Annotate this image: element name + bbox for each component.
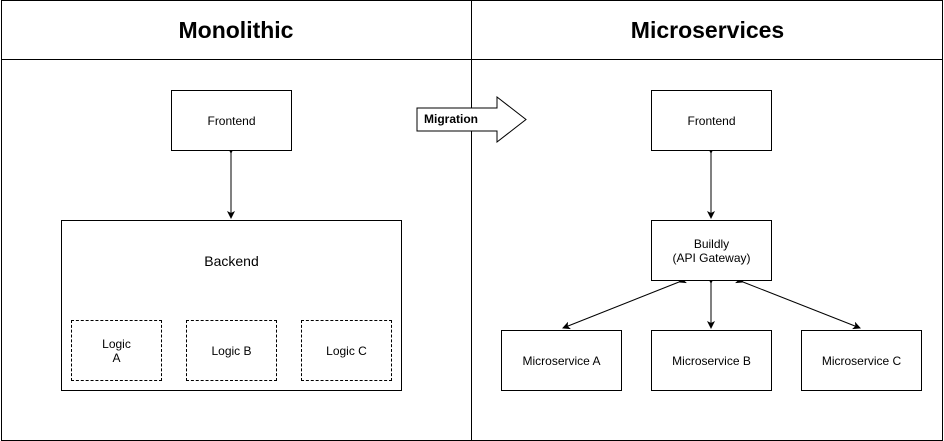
migration-arrow-shape — [416, 95, 527, 144]
microservice-c-box: Microservice C — [801, 330, 922, 391]
microservices-title: Microservices — [630, 16, 785, 43]
logic-a-box: Logic A — [71, 320, 162, 381]
gateway-service-a-connector — [562, 275, 687, 330]
mono-frontend-box: Frontend — [171, 90, 292, 151]
logic-c-box: Logic C — [301, 320, 392, 381]
microservice-a-box: Microservice A — [501, 330, 622, 391]
microservice-b-box: Microservice B — [651, 330, 772, 391]
logic-b-box: Logic B — [186, 320, 277, 381]
migration-arrow-label: Migration — [424, 112, 478, 126]
api-gateway-box: Buildly (API Gateway) — [651, 220, 772, 281]
column-divider — [471, 0, 472, 441]
gateway-service-c-connector — [735, 275, 861, 330]
micro-frontend-box: Frontend — [651, 90, 772, 151]
backend-label: Backend — [204, 253, 259, 269]
monolithic-title: Monolithic — [178, 16, 294, 43]
header-divider — [1, 0, 943, 60]
